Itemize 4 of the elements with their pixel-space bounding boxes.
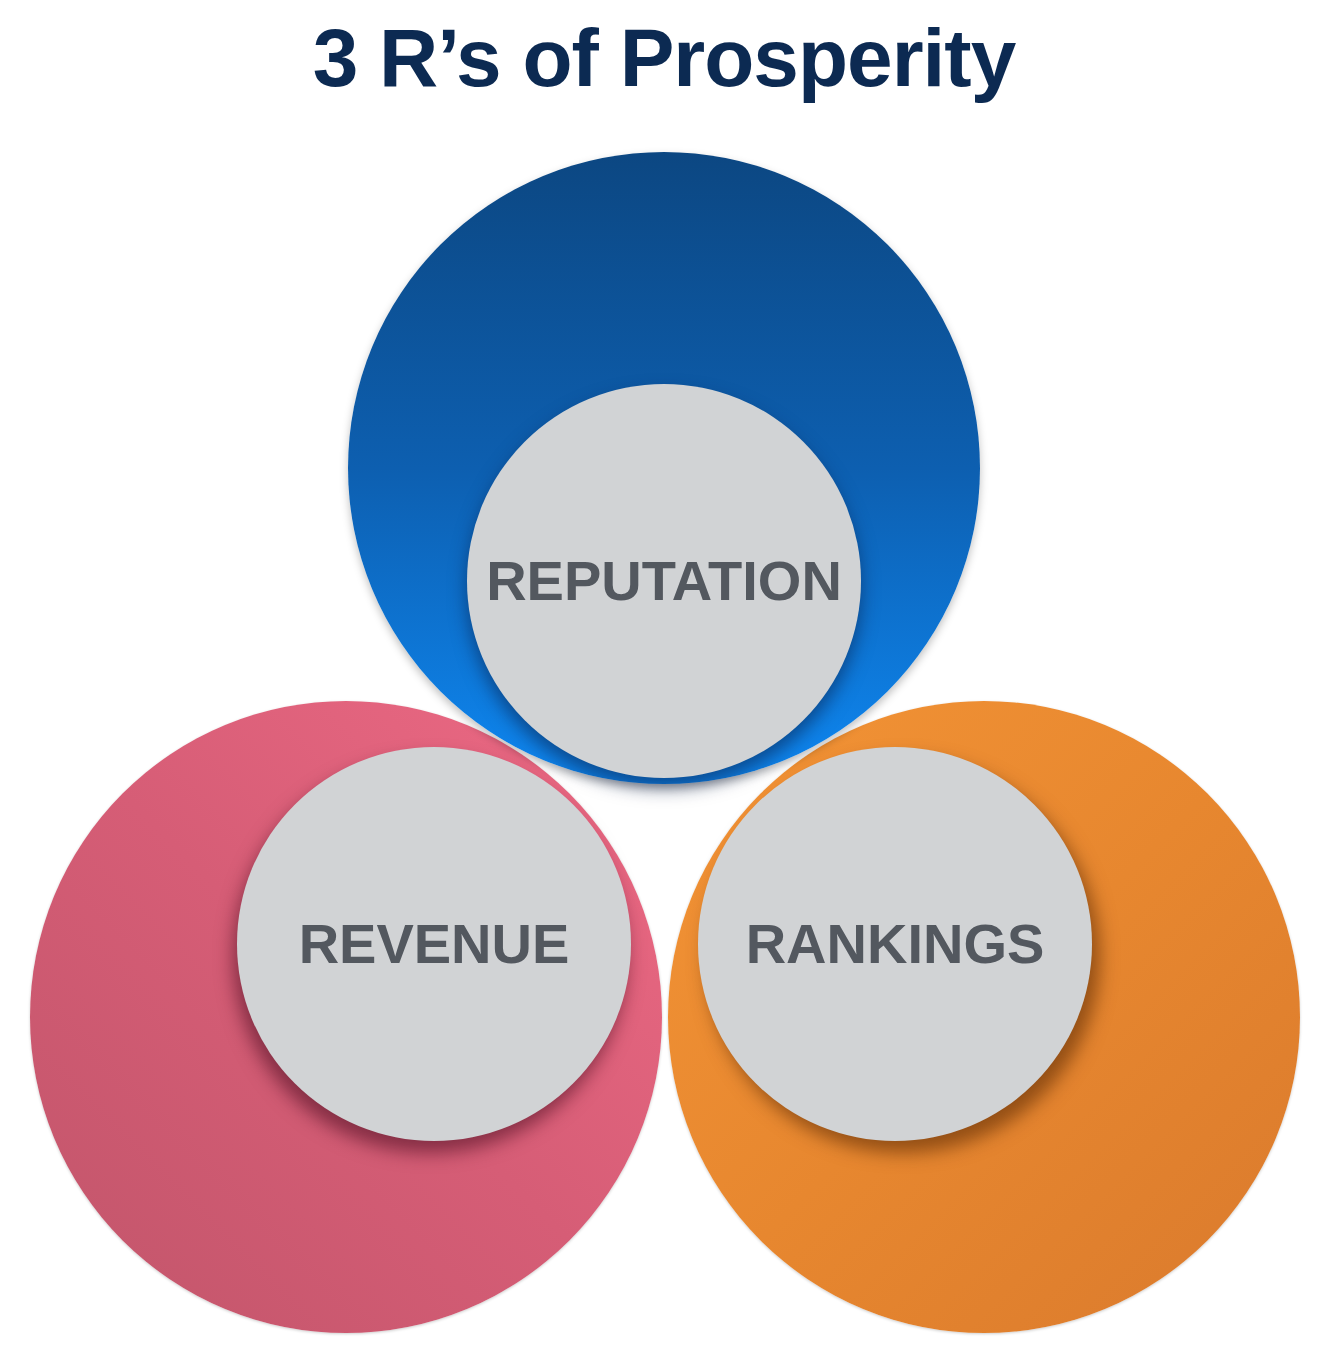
- category-label: REPUTATION: [486, 553, 842, 609]
- category-label: REVENUE: [298, 916, 570, 972]
- category-label: RANKINGS: [745, 916, 1045, 972]
- title: 3 R’s of Prosperity: [312, 12, 1016, 103]
